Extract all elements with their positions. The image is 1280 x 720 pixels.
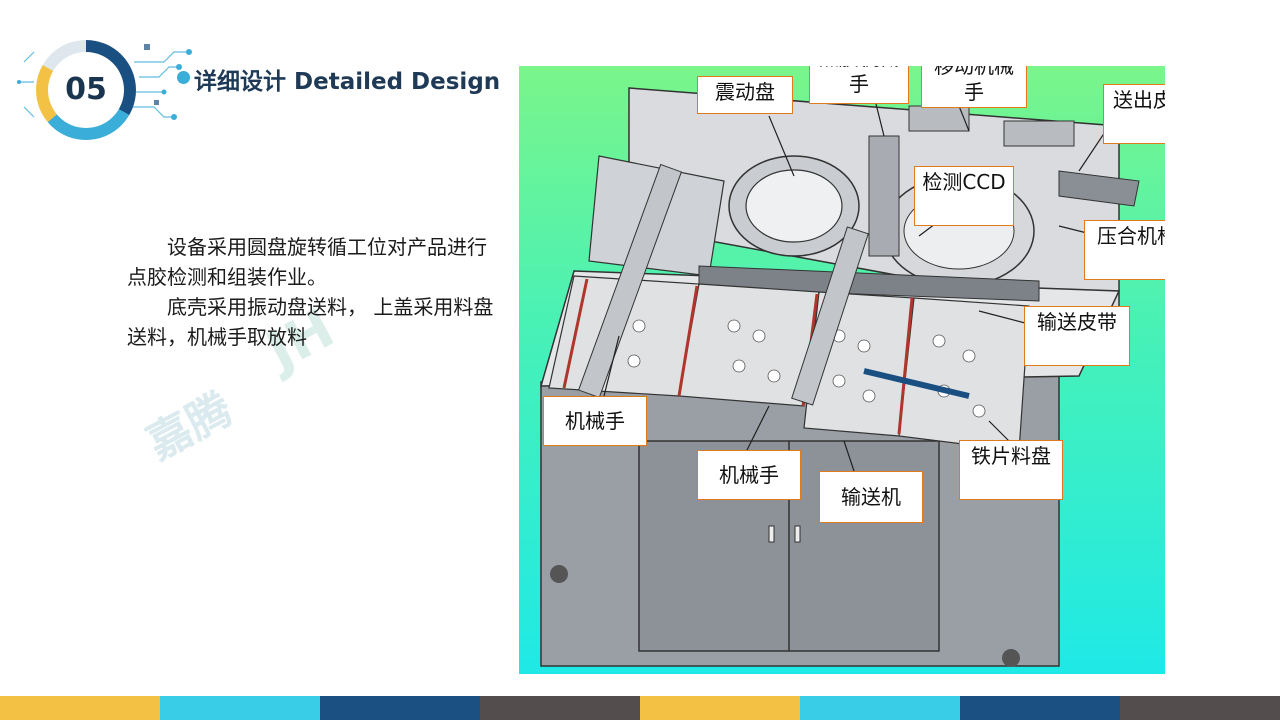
section-badge: 05 [14,22,204,140]
description-text: 设备采用圆盘旋转循工位对产品进行点胶检测和组装作业。 底壳采用振动盘送料， 上盖… [127,232,497,352]
title-bullet-icon [177,71,190,84]
callout-dispensing-robot: 点胶机械手 [809,66,909,104]
bottom-bar-segment [0,696,160,720]
circuit-decoration-icon [17,44,192,120]
bottom-bar-segment [640,696,800,720]
callout-output-belt: 送出皮带 [1103,84,1165,144]
callout-moving-robot: 移动机械手 [921,66,1027,108]
bottom-bar-segment [960,696,1120,720]
callout-robot-center: 机械手 [697,450,801,500]
callout-robot-left: 机械手 [543,396,647,446]
bottom-bar-segment [320,696,480,720]
bottom-bar-segment [800,696,960,720]
callout-conveyor: 输送机 [819,471,923,523]
callout-inspection-ccd: 检测CCD [914,166,1014,226]
bottom-color-bar [0,696,1280,720]
bottom-bar-segment [160,696,320,720]
callout-press-mechanism: 压合机构 [1084,220,1165,280]
description-paragraph-2: 底壳采用振动盘送料， 上盖采用料盘送料，机械手取放料 [127,295,494,349]
machine-figure: 震动盘 点胶机械手 移动机械手 送出皮带 检测CCD 压合机构 输送皮带 机械手… [519,66,1165,674]
watermark-text: 嘉腾 [138,383,241,470]
page-title: 详细设计 Detailed Design [194,69,501,95]
bottom-bar-segment [480,696,640,720]
bottom-bar-segment [1120,696,1280,720]
callout-conveyor-belt: 输送皮带 [1024,306,1130,366]
description-paragraph-1: 设备采用圆盘旋转循工位对产品进行点胶检测和组装作业。 [127,235,487,289]
callout-iron-tray: 铁片料盘 [959,440,1063,500]
section-number: 05 [65,72,107,107]
callout-leaders-icon [603,95,1110,472]
callout-vibration-plate: 震动盘 [697,76,793,114]
